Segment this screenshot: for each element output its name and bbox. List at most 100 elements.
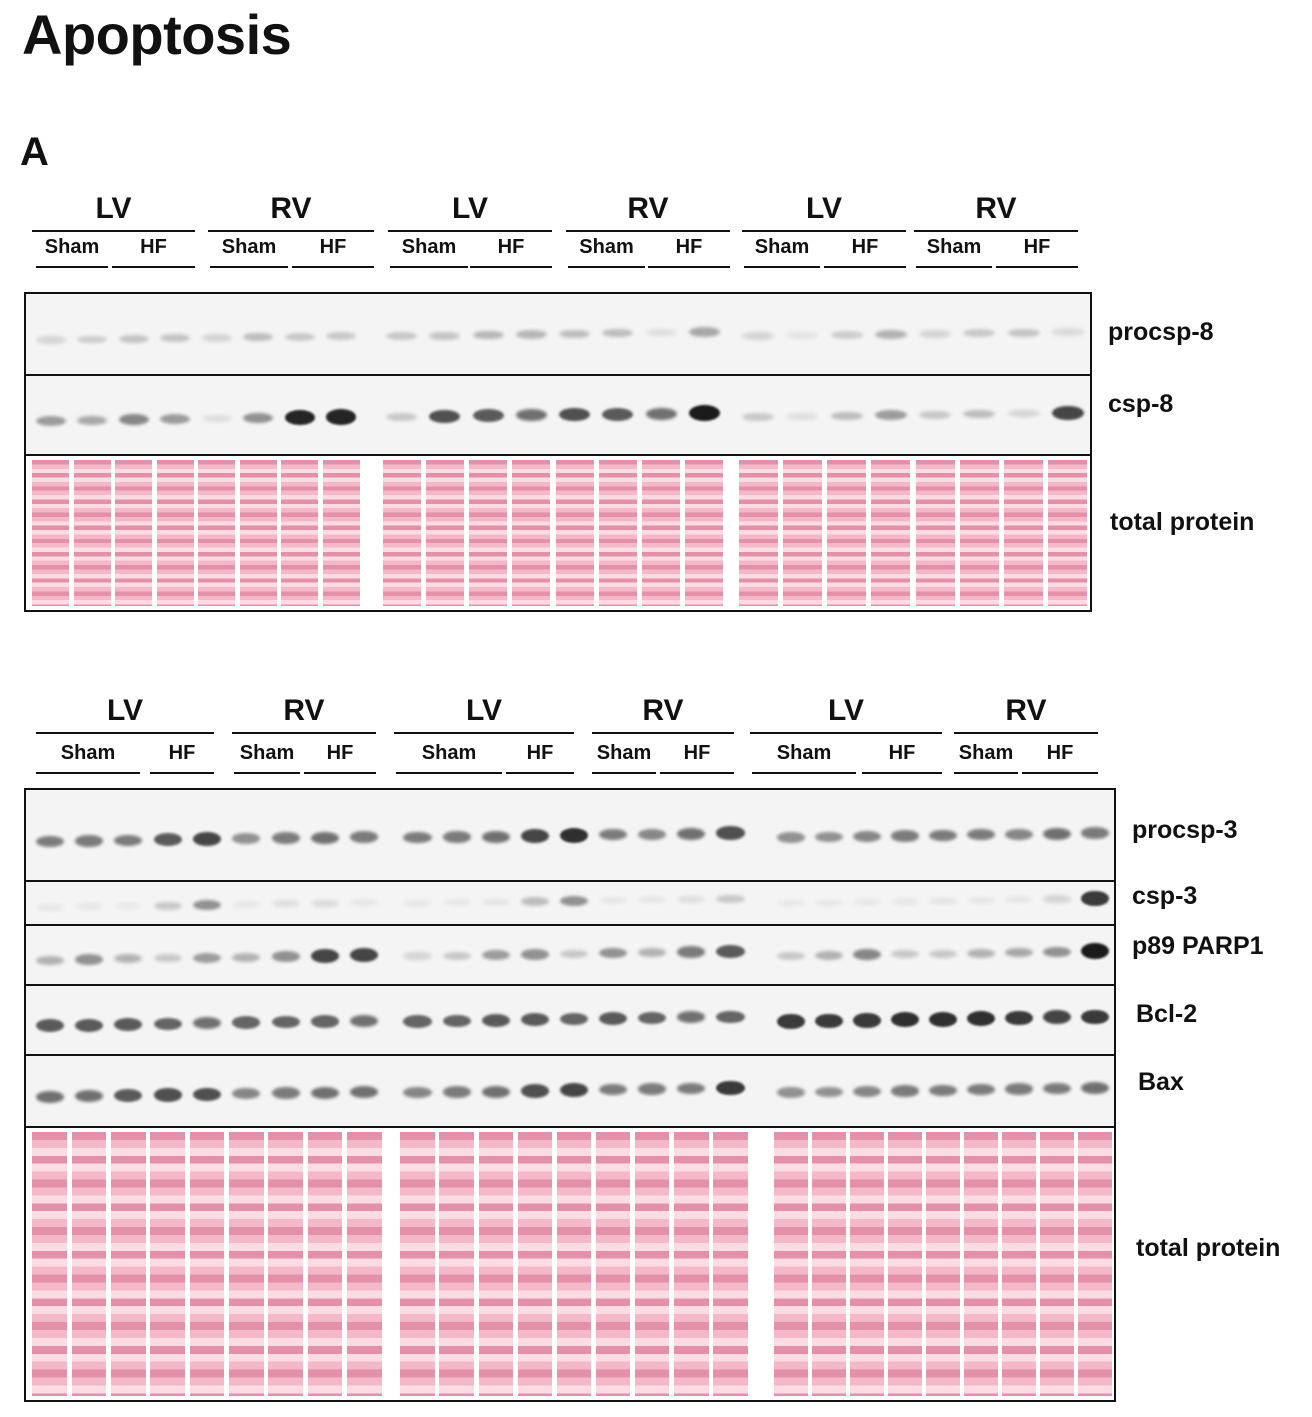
top-condition-label: HF <box>675 236 703 258</box>
band <box>403 1015 432 1028</box>
band <box>192 1087 222 1102</box>
band <box>815 1013 843 1029</box>
stain-lane <box>1004 460 1044 606</box>
figure-title: Apoptosis <box>22 3 292 66</box>
bottom-condition-label: HF <box>683 742 711 764</box>
band <box>153 901 182 910</box>
band <box>310 831 340 844</box>
blot-label-csp8: csp-8 <box>1108 390 1174 418</box>
band <box>815 831 843 843</box>
band <box>1005 1083 1033 1095</box>
band <box>232 833 261 844</box>
stain-lane <box>871 460 911 606</box>
band <box>742 413 775 422</box>
band <box>429 409 461 424</box>
band <box>481 830 510 843</box>
stain-lane <box>1040 1132 1074 1396</box>
band <box>271 900 300 908</box>
bottom-condition-label: Sham <box>596 742 652 764</box>
stain-lane <box>156 460 194 606</box>
band <box>481 1013 510 1027</box>
blot-bax <box>24 1054 1116 1128</box>
bottom-group-underline <box>750 732 942 734</box>
blot-label-procsp3: procsp-3 <box>1132 816 1238 844</box>
band <box>481 949 510 960</box>
bottom-condition-label: Sham <box>239 742 295 764</box>
blot-label-csp3: csp-3 <box>1132 882 1198 910</box>
band <box>1051 328 1084 336</box>
top-group-label: LV <box>451 192 489 225</box>
band <box>677 827 706 840</box>
stain-lane <box>595 1132 631 1396</box>
top-condition-underline <box>744 266 820 268</box>
bottom-condition-underline <box>150 772 214 774</box>
band <box>35 835 64 848</box>
bottom-condition-underline <box>396 772 502 774</box>
top-condition-label: HF <box>497 236 525 258</box>
top-group-underline <box>914 230 1078 232</box>
band <box>403 952 432 960</box>
blot-bcl2 <box>24 984 1116 1056</box>
stain-lane <box>1048 460 1088 606</box>
band <box>777 832 805 843</box>
band <box>853 831 881 842</box>
band <box>160 414 191 425</box>
band <box>559 407 591 422</box>
top-condition-underline <box>210 266 288 268</box>
bottom-condition-underline <box>660 772 734 774</box>
band <box>777 952 805 961</box>
band <box>874 410 907 421</box>
blot-procsp8 <box>24 292 1092 376</box>
band <box>520 949 549 960</box>
band <box>192 1017 222 1030</box>
bottom-condition-underline <box>36 772 140 774</box>
band <box>153 833 182 847</box>
band <box>1081 891 1109 906</box>
band <box>929 829 957 842</box>
stain-lane <box>812 1132 846 1396</box>
band <box>1043 1082 1071 1095</box>
band <box>160 334 191 343</box>
band <box>891 1085 919 1097</box>
top-group-underline <box>566 230 730 232</box>
bottom-condition-label: HF <box>526 742 554 764</box>
band <box>442 899 471 906</box>
stain-lane <box>1078 1132 1112 1396</box>
band <box>967 1083 995 1096</box>
bottom-condition-underline <box>234 772 300 774</box>
top-condition-label: Sham <box>401 236 457 258</box>
top-condition-underline <box>648 266 730 268</box>
blot-label-bax: Bax <box>1138 1068 1184 1096</box>
bottom-condition-label: Sham <box>60 742 116 764</box>
band <box>515 330 547 339</box>
band <box>201 415 232 423</box>
band <box>271 1087 300 1099</box>
band <box>74 835 104 847</box>
band <box>1005 947 1033 958</box>
band <box>688 327 720 337</box>
band <box>853 1086 881 1097</box>
band <box>830 331 863 339</box>
band <box>677 946 706 958</box>
band <box>429 331 461 340</box>
top-group-label: LV <box>95 192 132 225</box>
band <box>919 330 952 338</box>
band <box>232 1088 261 1100</box>
band <box>1051 405 1084 420</box>
top-group-label: RV <box>975 192 1017 225</box>
top-condition-label: Sham <box>579 236 634 258</box>
band <box>77 335 108 344</box>
bottom-group-label: LV <box>106 694 144 727</box>
band <box>891 830 919 842</box>
bottom-group-label: LV <box>465 694 503 727</box>
stain-lane <box>926 1132 960 1396</box>
band <box>638 1011 667 1025</box>
bottom-condition-label: HF <box>326 742 354 764</box>
top-condition-label: Sham <box>754 236 810 258</box>
stain-lane <box>512 460 551 606</box>
top-condition-underline <box>470 266 552 268</box>
top-condition-underline <box>568 266 645 268</box>
band <box>853 1013 881 1028</box>
stain-lane <box>111 1132 146 1396</box>
band <box>1005 1010 1033 1026</box>
